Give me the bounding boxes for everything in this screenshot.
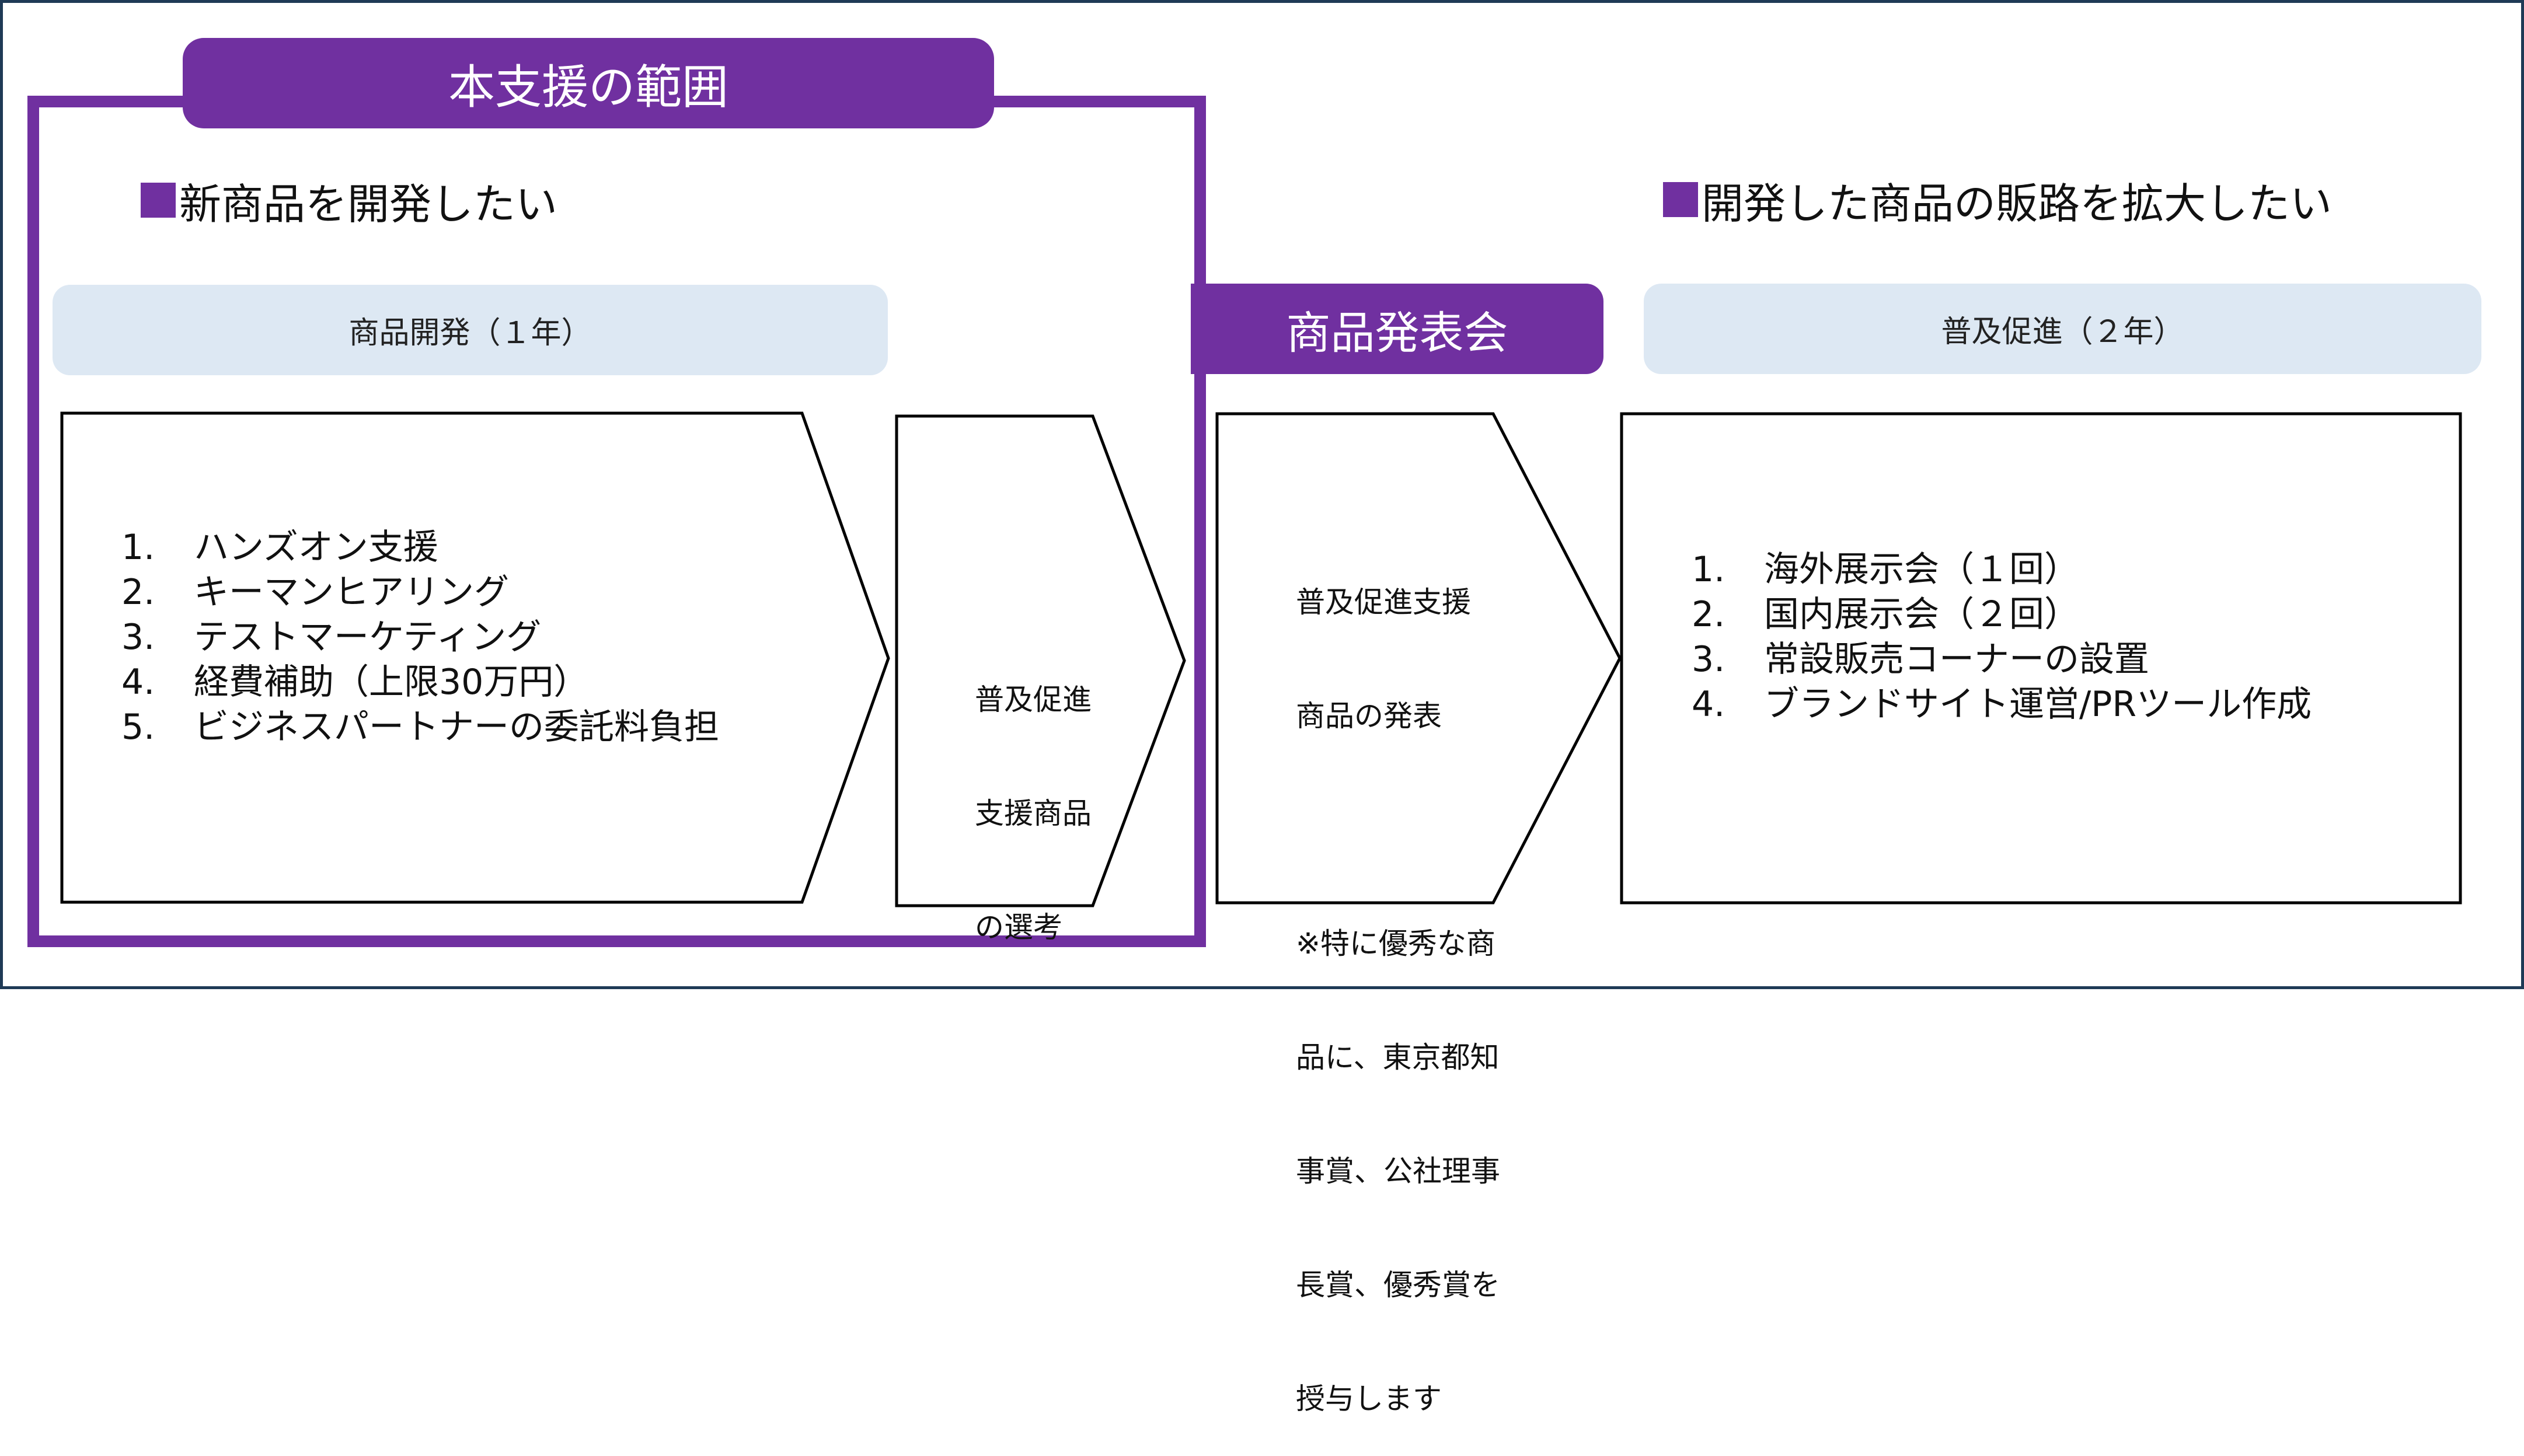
announcement-line: 普及促進支援 [1296, 585, 1471, 619]
phase2-box-shape [1620, 412, 2462, 905]
square-bullet-icon [1663, 182, 1698, 217]
item-text: 常設販売コーナーの設置 [1764, 639, 2149, 680]
left-heading-text: 新商品を開発したい [179, 179, 558, 229]
right-heading: 開発した商品の販路を拡大したい [1663, 176, 2332, 228]
item-number: 5. [121, 707, 155, 748]
list-item: 1. ハンズオン支援 [121, 525, 719, 570]
item-number: 4. [121, 662, 155, 703]
item-number: 2. [121, 572, 155, 613]
list-item: 3. テストマーケティング [121, 615, 719, 660]
announcement-line: 品に、東京都知 [1296, 1041, 1500, 1074]
item-number: 3. [1692, 639, 1725, 680]
item-text: テストマーケティング [194, 617, 542, 658]
announcement-text: 普及促進支援 商品の発表 ※特に優秀な商 品に、東京都知 事賞、公社理事 長賞、… [1296, 508, 1500, 1456]
item-text: ビジネスパートナーの委託料負担 [194, 707, 719, 748]
item-number: 2. [1692, 594, 1725, 635]
selection-line: の選考 [975, 910, 1062, 944]
left-heading: 新商品を開発したい [141, 177, 557, 229]
list-item: 4. ブランドサイト運営/PRツール作成 [1692, 682, 2312, 727]
announcement-line [1296, 811, 1500, 849]
announcement-tab: 商品発表会 [1191, 284, 1603, 374]
phase1-chevron-shape [60, 411, 890, 904]
announcement-chevron-shape [1215, 412, 1622, 905]
item-text: 海外展示会（１回） [1764, 549, 2079, 590]
scope-tab: 本支援の範囲 [183, 38, 994, 128]
list-item: 2. キーマンヒアリング [121, 570, 719, 615]
list-item: 2. 国内展示会（２回） [1692, 592, 2312, 637]
announcement-tab-label: 商品発表会 [1286, 306, 1508, 359]
selection-chevron-shape [895, 414, 1186, 907]
item-text: キーマンヒアリング [194, 572, 509, 613]
selection-line: 支援商品 [975, 797, 1092, 830]
item-number: 4. [1692, 684, 1725, 725]
phase2-list: 1. 海外展示会（１回） 2. 国内展示会（２回） 3. 常設販売コーナーの設置 4.… [1692, 547, 2312, 727]
phase1-label: 商品開発（１年） [348, 316, 592, 351]
item-text: 国内展示会（２回） [1764, 594, 2079, 635]
right-heading-text: 開発した商品の販路を拡大したい [1702, 179, 2333, 228]
item-number: 1. [121, 527, 155, 568]
list-item: 4. 経費補助（上限30万円） [121, 660, 719, 705]
item-text: 経費補助（上限30万円） [194, 662, 589, 703]
selection-line: 普及促進 [975, 683, 1092, 717]
announcement-line: 商品の発表 [1296, 699, 1442, 733]
announcement-line: 事賞、公社理事 [1296, 1154, 1500, 1188]
item-text: ハンズオン支援 [194, 527, 438, 568]
phase1-chevron [60, 411, 2462, 907]
phase1-bar: 商品開発（１年） [53, 285, 888, 375]
scope-tab-label: 本支援の範囲 [448, 60, 728, 114]
list-item: 3. 常設販売コーナーの設置 [1692, 637, 2312, 682]
phase2-label: 普及促進（２年） [1941, 315, 2184, 350]
announcement-line: 長賞、優秀賞を [1296, 1268, 1500, 1302]
item-number: 1. [1692, 549, 1725, 590]
selection-text: 普及促進 支援商品 の選考 [975, 605, 1092, 984]
item-text: ブランドサイト運営/PRツール作成 [1764, 684, 2312, 725]
item-number: 3. [121, 617, 155, 658]
outer-frame [0, 0, 2524, 989]
square-bullet-icon [141, 183, 176, 218]
phase2-bar: 普及促進（２年） [1644, 284, 2481, 374]
list-item: 5. ビジネスパートナーの委託料負担 [121, 705, 719, 750]
list-item: 1. 海外展示会（１回） [1692, 547, 2312, 592]
announcement-line: ※特に優秀な商 [1296, 927, 1495, 961]
announcement-line: 授与します [1296, 1382, 1442, 1416]
phase1-list: 1. ハンズオン支援 2. キーマンヒアリング 3. テストマーケティング 4. 経費補… [121, 525, 719, 750]
